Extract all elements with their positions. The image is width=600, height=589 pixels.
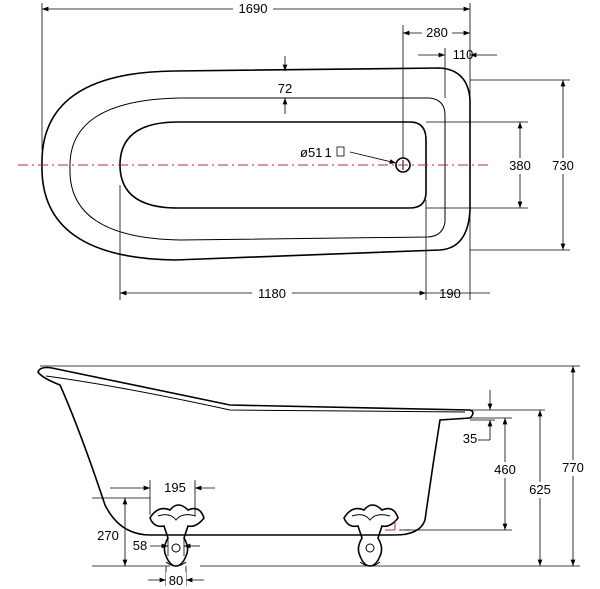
dim-foot-height: 270 [97, 528, 119, 543]
tub-outer-outline [41, 67, 471, 261]
dim-waste-offset: 280 [426, 25, 448, 40]
tub-side-rim-line [45, 375, 466, 413]
dim-waste-height: 460 [494, 462, 516, 477]
tub-side-outline [37, 366, 474, 536]
dim-overall-length: 1690 [239, 1, 268, 16]
dim-rim-side: 72 [278, 81, 292, 96]
dim-foot-spacing: 195 [164, 480, 186, 495]
dim-overall-width: 730 [552, 158, 574, 173]
dim-end-rim: 190 [439, 286, 461, 301]
dim-rim-to-floor: 625 [529, 482, 551, 497]
dim-foot-width-a: 58 [133, 538, 147, 553]
tub-basin-outline [119, 121, 427, 209]
tub-rim-outline [69, 97, 446, 241]
dim-foot-width-b: 80 [169, 573, 183, 588]
dim-rim-lip: 35 [463, 431, 477, 446]
side-view: 770 625 460 35 195 270 58 [37, 365, 588, 588]
dim-inner-length: 1180 [258, 286, 286, 301]
dim-inner-width: 380 [509, 158, 531, 173]
dim-overall-height: 770 [562, 460, 584, 475]
dim-rim-end: 110 [453, 47, 474, 62]
